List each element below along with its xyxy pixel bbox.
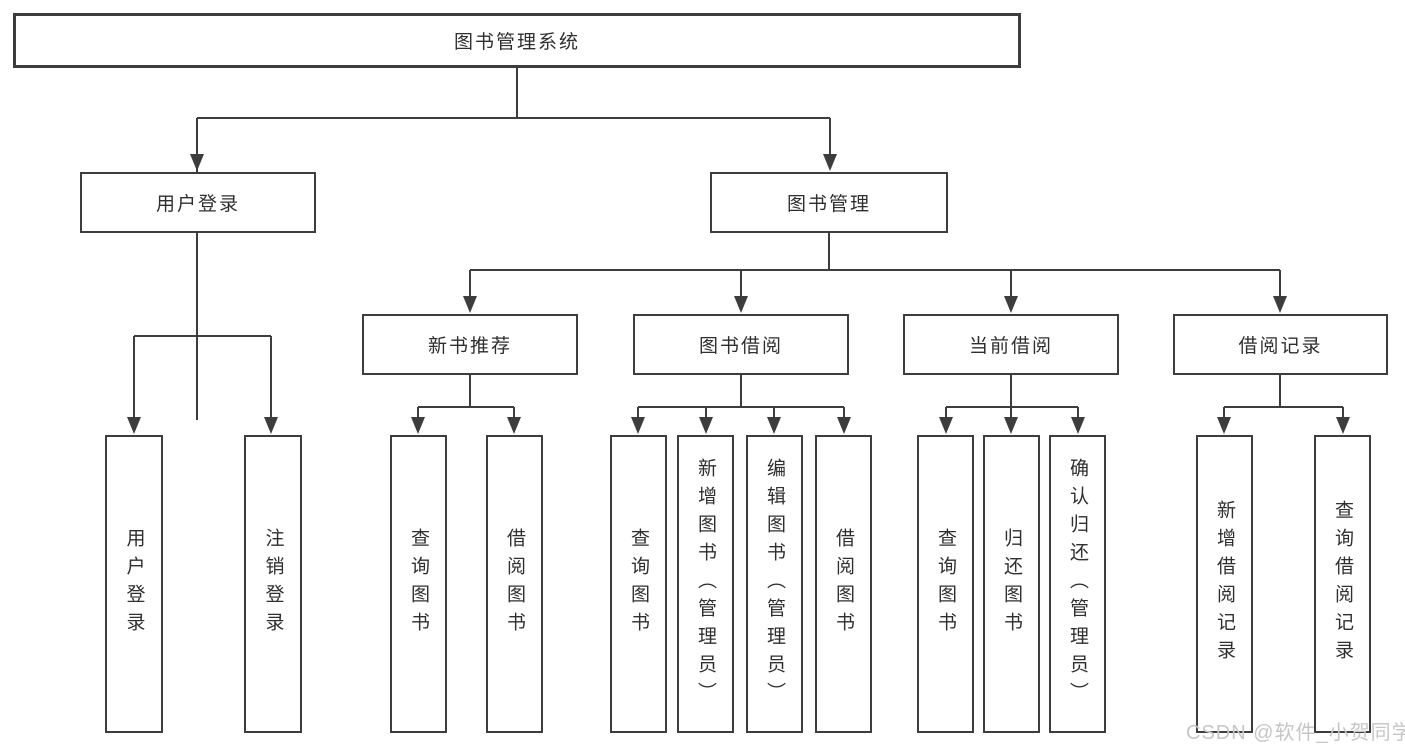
- leaf-logout: 注销登录: [244, 435, 302, 733]
- leaf-query-books-recommend-label: 查询图书: [408, 528, 429, 640]
- node-root: 图书管理系统: [13, 13, 1021, 68]
- leaf-query-books-current: 查询图书: [917, 435, 974, 733]
- leaf-add-borrow-record: 新增借阅记录: [1196, 435, 1253, 733]
- arrow-leaf-logout: [264, 417, 278, 434]
- node-root-label: 图书管理系统: [453, 32, 580, 53]
- arrow-book-mgmt: [823, 154, 837, 171]
- arrow-leaf-query2: [631, 417, 645, 434]
- arrow-leaf-return: [1004, 417, 1018, 434]
- leaf-confirm-return-admin: 确认归还（管理员）: [1049, 435, 1106, 733]
- arrow-book-borrow: [734, 296, 748, 313]
- leaf-return-book: 归还图书: [983, 435, 1040, 733]
- arrow-current-borrow: [1004, 296, 1018, 313]
- node-book-management-label: 图书管理: [786, 194, 871, 215]
- node-new-book-recommend-label: 新书推荐: [427, 336, 512, 357]
- arrow-leaf-query1: [411, 417, 425, 434]
- node-borrow-records: 借阅记录: [1173, 314, 1388, 375]
- node-user-login: 用户登录: [80, 172, 316, 233]
- leaf-confirm-return-admin-label: 确认归还（管理员）: [1067, 458, 1088, 710]
- node-user-login-label: 用户登录: [155, 194, 240, 215]
- leaf-borrow-books-2: 借阅图书: [815, 435, 872, 733]
- node-borrow-records-label: 借阅记录: [1238, 336, 1323, 357]
- node-book-borrow-label: 图书借阅: [698, 336, 783, 357]
- node-book-management: 图书管理: [710, 172, 948, 233]
- leaf-add-book-admin-label: 新增图书（管理员）: [695, 458, 716, 710]
- arrow-leaf-add-book: [699, 417, 713, 434]
- arrow-leaf-query-record: [1336, 417, 1350, 434]
- leaf-borrow-books-2-label: 借阅图书: [833, 528, 854, 640]
- arrow-leaf-borrow1: [507, 417, 521, 434]
- leaf-logout-label: 注销登录: [262, 528, 284, 640]
- node-new-book-recommend: 新书推荐: [362, 314, 578, 375]
- connector-current-split: [945, 375, 1079, 420]
- arrow-leaf-login: [127, 417, 141, 434]
- connector-mgmt-split: [469, 233, 1281, 300]
- leaf-query-books-borrow: 查询图书: [610, 435, 667, 733]
- connector-records-split: [1223, 375, 1344, 420]
- arrow-recommend: [463, 296, 477, 313]
- leaf-user-login-label: 用户登录: [123, 528, 145, 640]
- connector-login-split: [133, 233, 272, 420]
- watermark: CSDN @软件_小贺同学: [1186, 722, 1405, 744]
- leaf-query-borrow-record-label: 查询借阅记录: [1332, 500, 1353, 668]
- arrow-leaf-query3: [939, 417, 953, 434]
- leaf-edit-book-admin: 编辑图书（管理员）: [746, 435, 803, 733]
- leaf-borrow-books-recommend-label: 借阅图书: [504, 528, 525, 640]
- leaf-user-login: 用户登录: [105, 435, 163, 733]
- leaf-add-book-admin: 新增图书（管理员）: [677, 435, 734, 733]
- leaf-add-borrow-record-label: 新增借阅记录: [1214, 500, 1235, 668]
- node-current-borrow-label: 当前借阅: [968, 336, 1053, 357]
- leaf-query-borrow-record: 查询借阅记录: [1314, 435, 1371, 733]
- arrow-leaf-confirm-return: [1071, 417, 1085, 434]
- leaf-return-book-label: 归还图书: [1001, 528, 1022, 640]
- node-current-borrow: 当前借阅: [903, 314, 1119, 375]
- arrow-leaf-borrow2: [837, 417, 851, 434]
- connector-recommend-split: [417, 375, 515, 420]
- node-book-borrow: 图书借阅: [633, 314, 849, 375]
- connector-borrow-split: [637, 375, 845, 420]
- leaf-borrow-books-recommend: 借阅图书: [486, 435, 543, 733]
- leaf-edit-book-admin-label: 编辑图书（管理员）: [764, 458, 785, 710]
- leaf-query-books-recommend: 查询图书: [390, 435, 447, 733]
- leaf-query-books-current-label: 查询图书: [935, 528, 956, 640]
- leaf-query-books-borrow-label: 查询图书: [628, 528, 649, 640]
- arrow-leaf-add-record: [1217, 417, 1231, 434]
- arrow-borrow-records: [1273, 296, 1287, 313]
- arrow-leaf-edit-book: [767, 417, 781, 434]
- arrow-user-login: [190, 154, 204, 171]
